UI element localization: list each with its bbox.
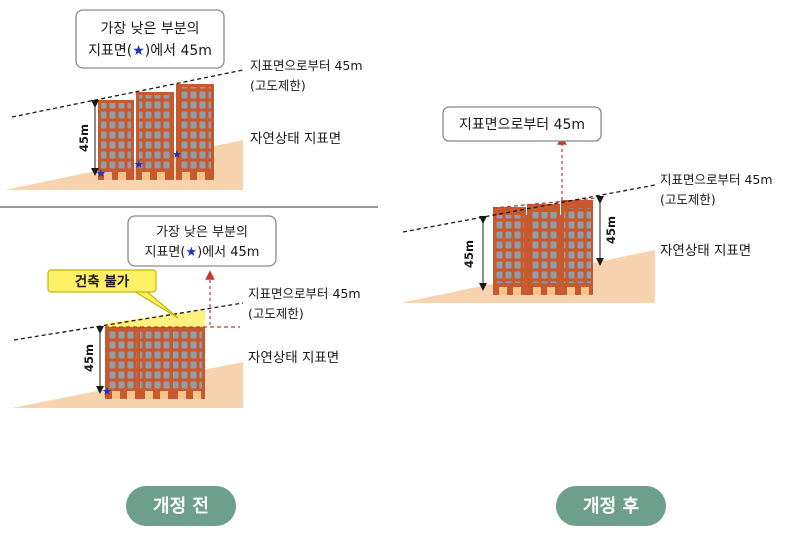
- lowest-point-star-icon: ★: [96, 167, 106, 180]
- callout-box: [75, 9, 225, 69]
- callout-box: [127, 215, 277, 267]
- roof-limit-line: [492, 197, 599, 209]
- building-1: [98, 100, 134, 180]
- building-3: [176, 84, 214, 180]
- height-limit-sub-label: (고도제한): [660, 192, 716, 207]
- dimension-label-right: 45m: [604, 216, 618, 244]
- before-pill-label: 개정 전: [153, 496, 209, 517]
- dimension-label: 45m: [77, 124, 91, 152]
- dimension-label-left: 45m: [462, 240, 476, 268]
- height-limit-line: [11, 69, 244, 118]
- after-pill-label: 개정 후: [583, 496, 639, 517]
- height-limit-sub-label: (고도제한): [250, 78, 306, 93]
- callout-box: [442, 106, 602, 142]
- height-limit-label: 지표면으로부터 45m: [660, 172, 773, 187]
- before-pill: 개정 전: [126, 486, 236, 526]
- before-top-panel: ★ ★ ★ 45m 가장 낮은 부분의 지표면(★)에서 45m 지표면으로부터…: [5, 9, 363, 190]
- callout-line-2: 지표면(★)에서 45m: [145, 245, 260, 260]
- ground-label: 자연상태 지표면: [248, 350, 339, 366]
- lowest-point-star-icon: ★: [102, 385, 112, 398]
- before-bottom-panel: ★ 45m 건축 불가 가장 낮은 부분의 지표면(★)에서 45m 지표면으로…: [12, 215, 361, 408]
- callout-line-2: 지표면(★)에서 45m: [88, 43, 212, 59]
- dimension-label: 45m: [82, 344, 96, 372]
- building-block: [105, 327, 205, 399]
- height-limit-line: [13, 302, 244, 341]
- after-pill: 개정 후: [556, 486, 666, 526]
- forbidden-label-box: [47, 269, 157, 293]
- height-limit-label: 지표면으로부터 45m: [248, 286, 361, 301]
- callout-line-1: 가장 낮은 부분의: [156, 225, 248, 240]
- height-limit-sub-label: (고도제한): [248, 306, 304, 321]
- lowest-point-star-icon: ★: [172, 148, 182, 161]
- building-2: [136, 92, 174, 180]
- height-limit-line: [402, 184, 656, 233]
- building-block: [493, 200, 593, 295]
- ground-label: 자연상태 지표면: [660, 243, 751, 259]
- height-limit-label: 지표면으로부터 45m: [250, 58, 363, 73]
- forbidden-zone: [105, 310, 205, 327]
- forbidden-label: 건축 불가: [75, 273, 130, 290]
- callout-text: 지표면으로부터 45m: [459, 117, 585, 133]
- ground-label: 자연상태 지표면: [250, 131, 341, 147]
- forbidden-label-pointer: [129, 289, 179, 319]
- lowest-point-star-icon: ★: [134, 158, 144, 171]
- after-panel: 45m 45m 지표면으로부터 45m 지표면으로부터 45m (고도제한) 자…: [400, 106, 773, 303]
- callout-line-1: 가장 낮은 부분의: [100, 21, 199, 37]
